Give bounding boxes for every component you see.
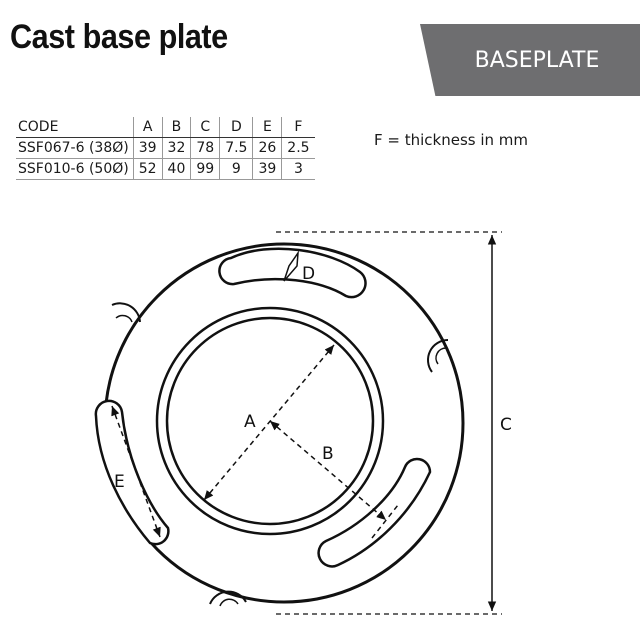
lug-bottom <box>209 590 247 607</box>
cell-code: SSF010-6 (50Ø) <box>16 158 134 180</box>
table-row: SSF067-6 (38Ø) 39 32 78 7.5 26 2.5 <box>16 137 315 159</box>
cell-e: 39 <box>252 158 282 180</box>
lug-top-left <box>111 302 141 323</box>
table-row: SSF010-6 (50Ø) 52 40 99 9 39 3 <box>16 158 315 180</box>
category-banner: BASEPLATE <box>420 24 640 96</box>
cell-a: 52 <box>132 158 163 180</box>
dimension-b-tick <box>371 504 399 539</box>
dimension-c-label: C <box>500 415 512 435</box>
cell-a: 39 <box>132 137 163 159</box>
dimension-a-label: A <box>244 412 256 432</box>
cell-c: 99 <box>190 158 220 180</box>
column-header-d: D <box>219 117 253 138</box>
dimension-a-line <box>203 344 335 501</box>
cell-b: 40 <box>161 158 191 180</box>
plate-outer-edge <box>103 242 465 604</box>
column-header-f: F <box>281 117 315 138</box>
dimension-d-marker <box>283 250 299 282</box>
table-header-row: CODE A B C D E F <box>16 117 315 138</box>
cell-c: 78 <box>190 137 220 159</box>
column-header-code: CODE <box>16 117 134 138</box>
lug-right <box>427 339 449 373</box>
column-header-e: E <box>252 117 282 138</box>
slot-top <box>218 247 367 299</box>
cell-code: SSF067-6 (38Ø) <box>16 137 134 159</box>
page-title: Cast base plate <box>10 18 228 56</box>
dimension-b-line <box>269 420 387 521</box>
cell-d: 9 <box>219 158 253 180</box>
cell-f: 2.5 <box>281 137 315 159</box>
dimension-d-label: D <box>302 264 315 284</box>
cell-d: 7.5 <box>219 137 253 159</box>
dimension-e-label: E <box>114 472 125 492</box>
thickness-note: F = thickness in mm <box>374 131 529 149</box>
dimension-table: CODE A B C D E F SSF067-6 (38Ø) 39 32 78… <box>16 117 315 180</box>
column-header-c: C <box>190 117 220 138</box>
cell-b: 32 <box>161 137 191 159</box>
column-header-b: B <box>161 117 191 138</box>
cell-e: 26 <box>252 137 282 159</box>
dimension-b-label: B <box>322 444 334 464</box>
cell-f: 3 <box>281 158 315 180</box>
column-header-a: A <box>132 117 163 138</box>
